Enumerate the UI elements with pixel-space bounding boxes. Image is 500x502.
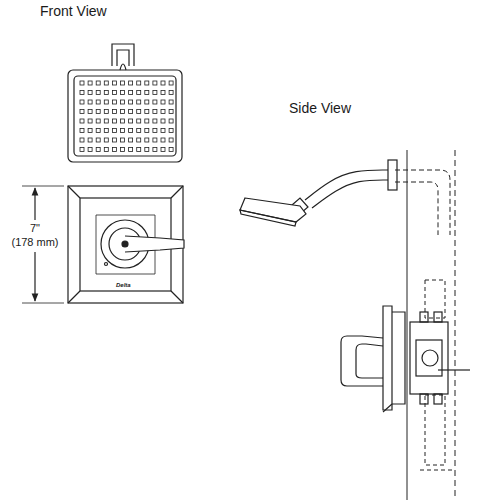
view-title: Side View xyxy=(289,101,351,116)
valve-trim-front xyxy=(68,186,184,303)
showerhead-side xyxy=(240,160,397,226)
brand-logo: Delta xyxy=(116,282,131,289)
wall-section xyxy=(395,150,455,500)
showerhead-front xyxy=(68,44,182,162)
dimension-label: 7" xyxy=(30,222,40,234)
view-title: Front View xyxy=(40,4,107,19)
dimension-label: (178 mm) xyxy=(11,236,58,248)
valve-side xyxy=(341,306,470,412)
